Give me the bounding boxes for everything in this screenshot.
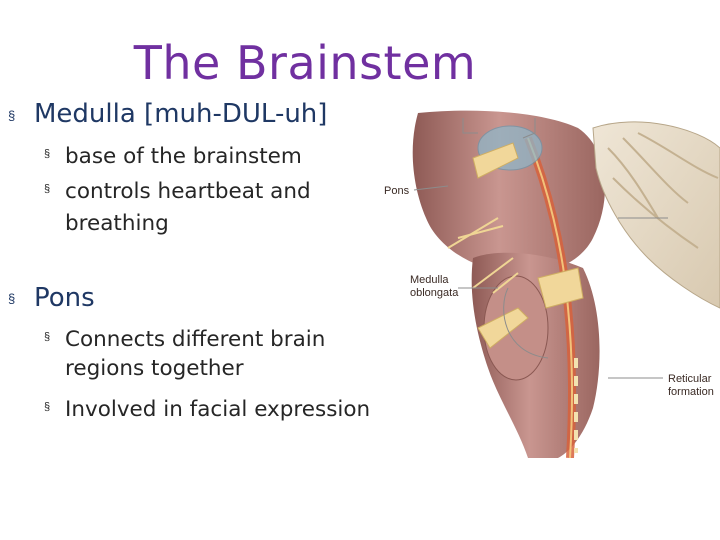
- bullet-marker-2: §: [8, 291, 16, 306]
- label-reticular-line2: formation: [668, 386, 714, 398]
- heading-pons: Pons: [34, 283, 95, 313]
- label-reticular-line1: Reticular: [668, 373, 712, 385]
- label-pons: Pons: [384, 185, 410, 197]
- label-medulla-line2: oblongata: [410, 287, 459, 299]
- item-connects-regions-line1: Connects different brain: [65, 327, 326, 352]
- brainstem-drawing: [412, 110, 720, 459]
- item-facial-expression: Involved in facial expression: [65, 397, 371, 422]
- bullet-marker-2a: §: [44, 331, 51, 343]
- item-controls-heartbeat-line1: controls heartbeat and: [65, 179, 311, 204]
- brainstem-illustration: Pons Medulla oblongata Reticular formati…: [378, 108, 720, 459]
- bullet-marker-1: §: [8, 108, 16, 123]
- item-controls-heartbeat-line2: breathing: [65, 211, 169, 236]
- bullet-marker-1b: §: [44, 183, 51, 195]
- bullet-marker-1a: §: [44, 148, 51, 160]
- item-connects-regions-line2: regions together: [65, 356, 244, 381]
- heading-medulla: Medulla [muh-DUL-uh]: [34, 99, 328, 129]
- label-medulla-line1: Medulla: [410, 274, 449, 286]
- item-base-of-brainstem: base of the brainstem: [65, 144, 302, 169]
- slide-title: The Brainstem: [133, 36, 477, 90]
- bullet-marker-2b: §: [44, 401, 51, 413]
